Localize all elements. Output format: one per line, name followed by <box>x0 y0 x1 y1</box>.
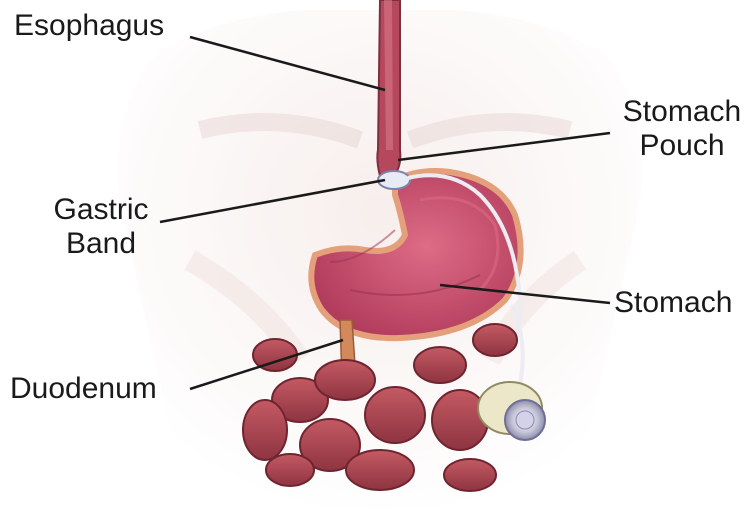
label-esophagus: Esophagus <box>14 9 164 43</box>
label-gastric-band: Gastric Band <box>36 193 166 261</box>
label-duodenum: Duodenum <box>10 372 157 406</box>
label-stomach: Stomach <box>614 286 732 320</box>
label-stomach-pouch: Stomach Pouch <box>612 95 752 163</box>
